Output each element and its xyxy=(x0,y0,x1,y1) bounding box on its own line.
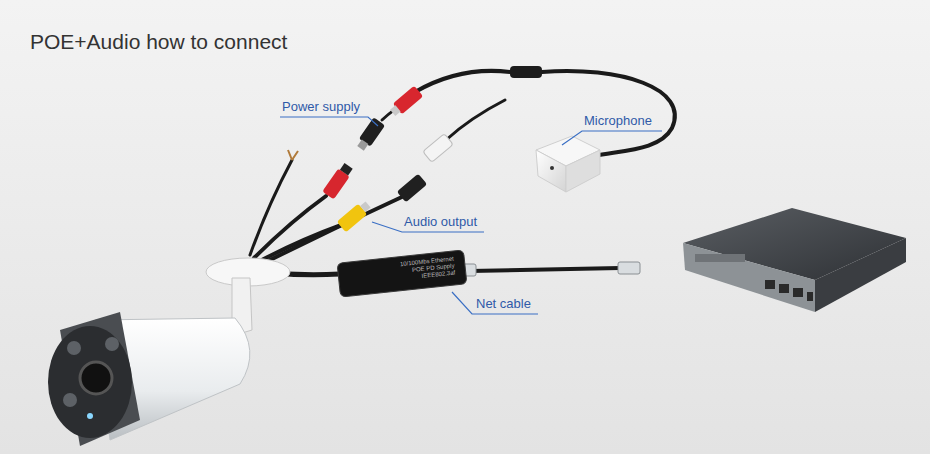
port xyxy=(807,292,813,301)
mic-side xyxy=(566,150,600,192)
port xyxy=(793,288,803,297)
net-cable-line xyxy=(470,268,620,271)
dc-jack xyxy=(322,162,354,200)
mic-cable xyxy=(446,100,505,140)
rca-white xyxy=(423,134,453,163)
port xyxy=(765,280,775,289)
leader-line xyxy=(280,117,378,126)
device-print: 10/100Mbs Ethernet POE PD Supply IEEE802… xyxy=(392,256,456,283)
callout-label: Power supply xyxy=(282,99,360,114)
mic-cable xyxy=(415,71,510,92)
network-switch xyxy=(683,208,906,312)
rca-body xyxy=(423,134,453,163)
ir-led xyxy=(105,337,119,351)
switch-front xyxy=(683,243,815,312)
dc-jack-tip xyxy=(340,163,353,175)
callout-label: Audio output xyxy=(404,214,477,229)
leader-line xyxy=(562,131,662,145)
wire-end xyxy=(288,150,298,160)
rca-red xyxy=(388,86,423,119)
rca-pin xyxy=(360,201,371,212)
callout-label: Net cable xyxy=(476,296,531,311)
leader-lines xyxy=(280,117,662,314)
port xyxy=(779,284,789,293)
poe-splitter: 10/100Mbs Ethernet POE PD Supply IEEE802… xyxy=(337,249,468,298)
mic-front xyxy=(536,150,566,192)
ir-led xyxy=(63,393,77,407)
diagram-title: POE+Audio how to connect xyxy=(30,30,287,54)
mic-hole xyxy=(550,166,554,170)
rca-body xyxy=(397,174,427,203)
rca-black xyxy=(397,174,427,203)
ir-led xyxy=(67,341,81,355)
switch-side xyxy=(815,238,906,312)
rj45-plug xyxy=(618,262,640,274)
switch-leds xyxy=(695,254,745,262)
dc-plug xyxy=(355,117,385,152)
switch-ports xyxy=(765,280,813,301)
rca-yellow xyxy=(337,199,373,232)
led-strip xyxy=(695,254,745,262)
inline-connector xyxy=(510,66,542,78)
lens xyxy=(80,362,112,394)
spare-wire xyxy=(250,160,292,255)
camera xyxy=(48,258,290,446)
camera-face xyxy=(48,326,132,438)
audio-in-wire xyxy=(260,196,404,265)
callout-label: Microphone xyxy=(584,113,652,128)
leader-line xyxy=(452,292,538,314)
rca-pin xyxy=(390,105,401,116)
microphone xyxy=(536,136,600,192)
indicator xyxy=(87,413,93,419)
dc-plug-pin xyxy=(357,140,368,151)
wires xyxy=(250,71,675,275)
